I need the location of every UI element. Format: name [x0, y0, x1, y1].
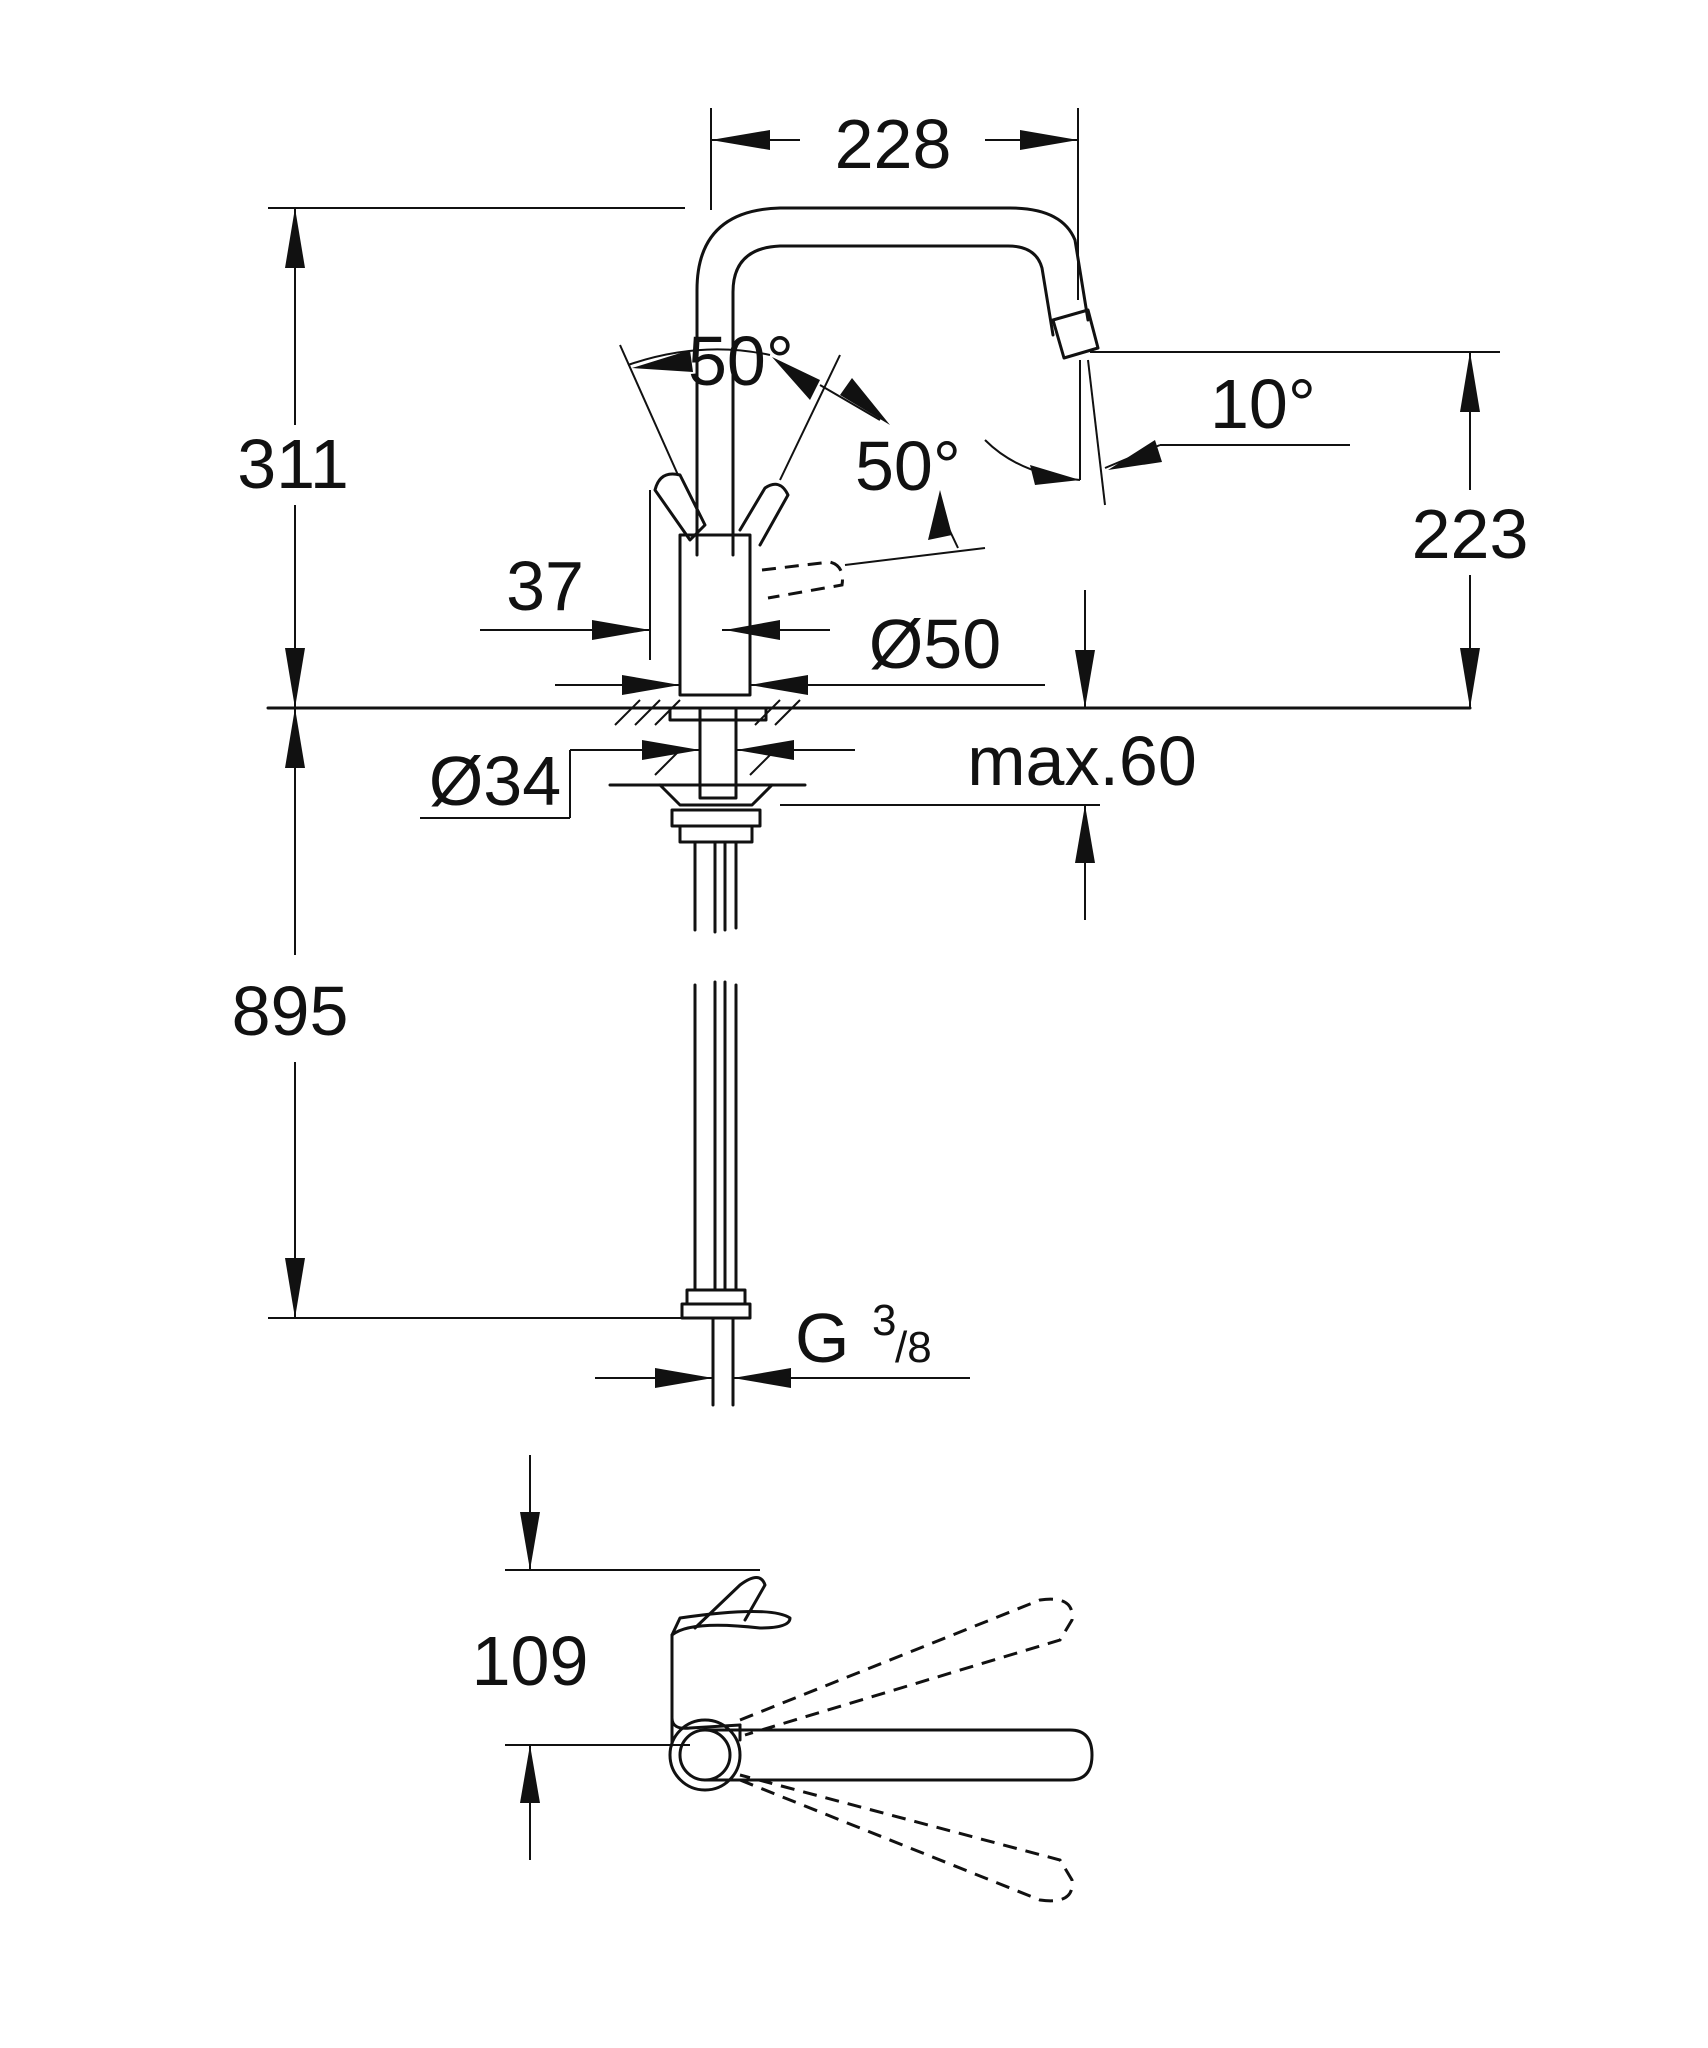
faucet-top-view: [668, 1576, 1094, 1903]
faucet-side-view: [266, 206, 1472, 1407]
dimension-lines: [268, 108, 1500, 1388]
top-view-dimension-109: [505, 1455, 760, 1860]
thread-label-numerator: 3: [872, 1296, 896, 1345]
dimension-label-max-60: max.60: [967, 722, 1197, 800]
thread-label-g: G: [795, 1299, 849, 1377]
dimension-label-diameter-50: Ø50: [869, 605, 1001, 683]
dimension-label-228: 228: [835, 105, 952, 183]
countertop-hatch: [614, 699, 801, 776]
dimension-label-895: 895: [232, 972, 349, 1050]
dimension-label-311: 311: [237, 425, 349, 503]
thread-label-denominator: /8: [895, 1323, 932, 1372]
angle-label-lever-left: 50°: [688, 322, 794, 400]
dimension-label-37: 37: [506, 547, 584, 625]
angle-label-spout: 10°: [1210, 365, 1316, 443]
angle-label-lever-right: 50°: [855, 427, 961, 505]
dimension-label-diameter-34: Ø34: [429, 742, 561, 820]
dimension-label-109: 109: [472, 1622, 589, 1700]
dimension-label-223: 223: [1412, 495, 1529, 573]
